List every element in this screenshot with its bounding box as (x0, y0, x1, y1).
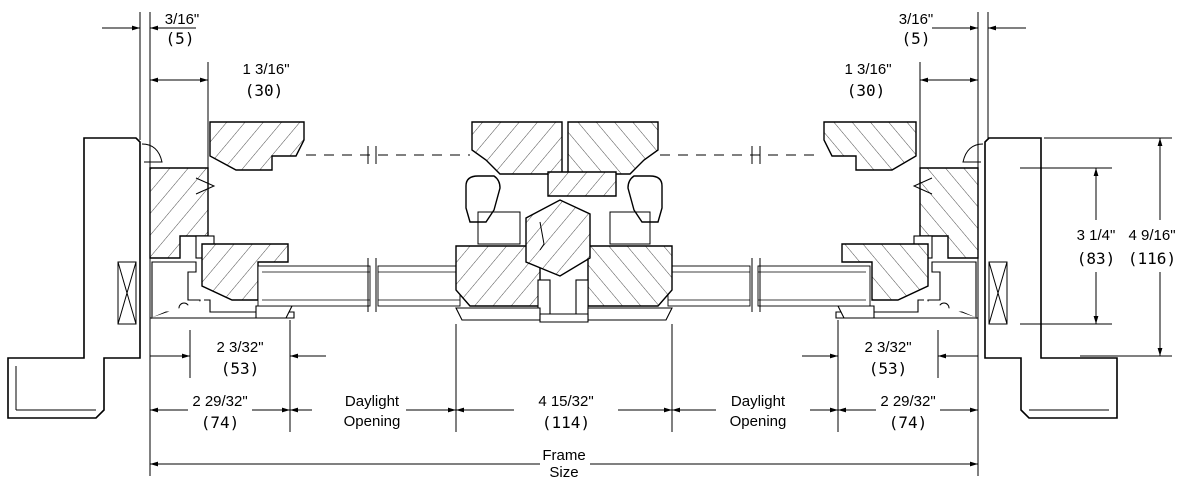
dim-center-mm: (114) (542, 413, 590, 432)
frame-size-line1: Frame (542, 447, 585, 464)
dim-right-sash-mm: (53) (869, 359, 908, 378)
left-wall (7, 137, 163, 419)
dim-top-right-gap: 3/16" (899, 11, 934, 28)
daylight-right-line2: Opening (730, 413, 787, 430)
left-sash (201, 243, 293, 319)
right-sash (837, 243, 929, 319)
top-screens (209, 121, 917, 197)
dim-left-jamb: 1 3/16" (242, 61, 289, 78)
dim-height-inner: 3 1/4" (1077, 227, 1116, 244)
dim-right-frame: 2 29/32" (880, 393, 935, 410)
dim-left-frame-mm: (74) (201, 413, 240, 432)
dim-right-frame-mm: (74) (889, 413, 928, 432)
dim-right-jamb-mm: (30) (847, 81, 886, 100)
dim-right-jamb: 1 3/16" (844, 61, 891, 78)
daylight-right-line1: Daylight (731, 393, 786, 410)
extension-lines (139, 12, 1172, 476)
dim-left-frame: 2 29/32" (192, 393, 247, 410)
dim-left-sash-mm: (53) (221, 359, 260, 378)
dim-right-sash: 2 3/32" (864, 339, 911, 356)
dim-center: 4 15/32" (538, 393, 593, 410)
right-glass-unit (667, 258, 871, 312)
left-glass-unit (257, 258, 461, 312)
dimension-labels: 3/16" (5) 3/16" (5) 1 3/16" (30) 1 3/16"… (165, 11, 1176, 480)
dim-top-right-gap-mm: (5) (902, 29, 931, 48)
frame-size-line2: Size (549, 464, 578, 480)
dim-height-inner-mm: (83) (1077, 249, 1116, 268)
dim-top-left-gap: 3/16" (165, 11, 200, 28)
dim-top-left-gap-mm: (5) (166, 29, 195, 48)
daylight-left-line2: Opening (344, 413, 401, 430)
dim-height-outer: 4 9/16" (1128, 227, 1175, 244)
daylight-left-line1: Daylight (345, 393, 400, 410)
center-mullion (455, 175, 673, 323)
right-wall (962, 137, 1118, 419)
dim-left-jamb-mm: (30) (245, 81, 284, 100)
dim-left-sash: 2 3/32" (216, 339, 263, 356)
dim-height-outer-mm: (116) (1128, 249, 1176, 268)
